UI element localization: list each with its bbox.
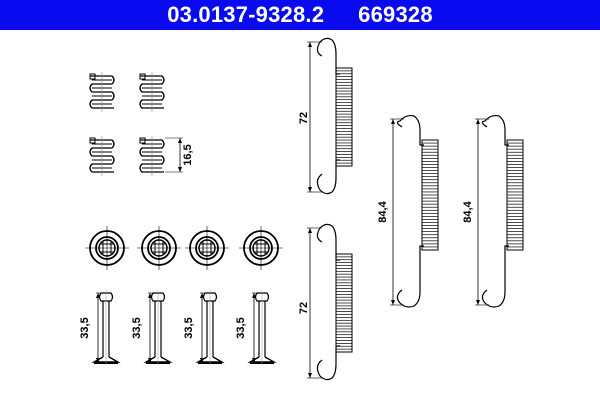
small-spring-4 (139, 135, 165, 177)
title-bar: 03.0137-9328.2 669328 (0, 0, 600, 30)
dim-spring-72-bottom: 72 (298, 302, 310, 314)
small-spring-2 (139, 71, 165, 113)
tension-spring-72-top (306, 37, 353, 195)
tension-spring-72-bottom (306, 223, 353, 381)
washer-3 (184, 225, 230, 271)
dim-spring-84-left: 84,4 (377, 200, 389, 222)
article-number: 669328 (358, 2, 433, 27)
small-spring-3 (89, 135, 115, 177)
pin-1 (93, 289, 119, 366)
dim-spring-84-right: 84,4 (462, 200, 474, 222)
pin-3 (197, 289, 223, 366)
part-number: 03.0137-9328.2 (167, 2, 325, 27)
tension-spring-84-left (390, 114, 439, 308)
dim-pin-1: 33,5 (79, 317, 91, 338)
tension-spring-84-right (475, 114, 524, 308)
pin-4 (249, 289, 275, 366)
dim-pin-2: 33,5 (131, 317, 143, 338)
dim-small-spring: 16,5 (182, 144, 194, 165)
dim-pin-3: 33,5 (183, 317, 195, 338)
pin-2 (145, 289, 171, 366)
small-spring-dimension (165, 137, 183, 173)
washer-1 (84, 225, 130, 271)
dim-pin-4: 33,5 (235, 317, 247, 338)
washer-2 (136, 225, 182, 271)
washer-4 (238, 225, 284, 271)
dim-spring-72-top: 72 (298, 112, 310, 124)
small-spring-1 (89, 71, 115, 113)
